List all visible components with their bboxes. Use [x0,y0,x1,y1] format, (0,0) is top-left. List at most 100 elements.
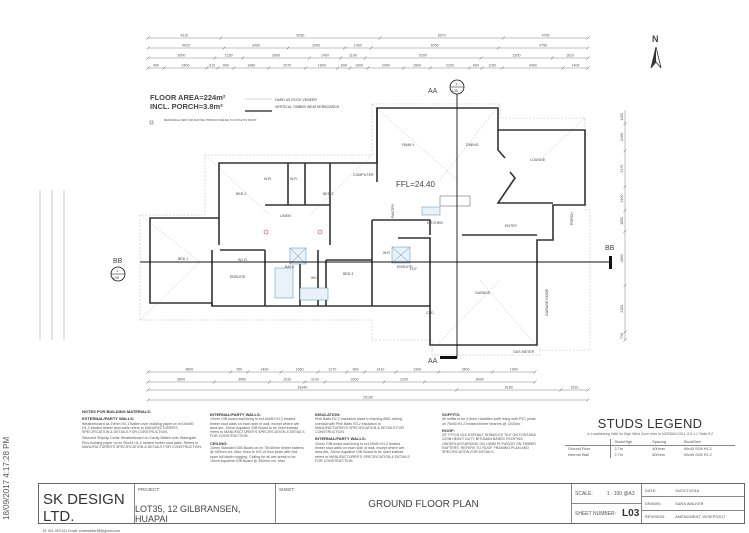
top-dimension-value: 3200 [513,54,521,58]
section-aa-label-bottom: AA [428,358,438,365]
room-family: FAMILY [402,143,415,147]
cell: Ground Floor [568,447,591,451]
section-ref: 1 [116,268,119,273]
top-dimension-tick [342,46,347,50]
revision-value: AMENDMENT 19/SEP/2017 [675,514,726,520]
room-garage: GARAGE [475,291,491,295]
scale-label: SCALE: [575,490,593,497]
title-block: SK DESIGN LTD. M: 021 993 221 Email: son… [38,483,745,533]
top-dimension-value: 9030 [296,34,304,38]
top-dimension-value: 6750 [431,44,439,48]
bottom-dimension-value: 1900 [510,368,518,372]
section-marker-bb[interactable]: 1 L05 [110,266,126,282]
scale-cell: SCALE:1 : 100 @A3 SHEET NUMBER:L03 [572,484,642,523]
room-kitchen: KITCHEN [427,221,443,225]
legend-veneer: HARD AS ROCK VENEER [275,98,317,102]
top-dimension-tick [500,66,505,70]
header-cell: StudsSize [683,440,701,444]
notes-heading: ROOF: [442,427,455,433]
sheet-number-label: SHEET NUMBER: [575,510,617,517]
bottom-dimension-tick [533,370,537,374]
top-dimension-value: 6970 [438,34,446,38]
revision-label: REVISION: [645,514,666,520]
room-wr: W.R. [264,177,272,181]
right-dimension-tick [623,330,627,334]
bottom-dimension-value: 2400 [462,368,470,372]
right-dimension-tick [623,283,627,288]
fan-note: MECHANICAL VENT FAN DUCTING THROUGH CEIL… [164,119,257,122]
section-marker-aa[interactable]: 1 L05 [449,79,465,95]
section-sheet: L05 [113,276,119,280]
bottom-dimension-value: 2200 [400,378,408,382]
cell: 90x45 SG8 H1.2 [683,447,712,451]
project-name: LOT35, 12 GILBRANSEN, HUAPAI [135,504,241,524]
bottom-dimension-tick [382,380,386,384]
top-dimension-tick [338,56,343,60]
top-dimension-tick [363,56,367,60]
room-dining: DINING [466,143,479,147]
smoke-alarm-icon [263,229,269,235]
notes-text: Pink Batts R2.2 insulation place in fram… [315,417,405,435]
top-dimension-tick [550,56,554,60]
bottom-dimension-value: 6000 [476,378,484,382]
studs-legend: STUDS LEGEND In Loadbearing Wall for Hig… [565,416,735,458]
header-cell: StudsHigh [610,439,650,446]
right-dimension-tick [623,149,627,153]
vent-fan-icon [149,120,154,125]
room-ensuite: ENSUITE [397,265,413,269]
notes-column-2: INTERNAL/PARTY WALLS: 10mm GIB board wal… [210,410,305,465]
bottom-dimension-tick [586,388,590,392]
top-dimension-tick [303,66,308,70]
right-dimension-tick [623,338,627,342]
top-dimension-value: 3000 [312,44,320,48]
floor-area: FLOOR AREA=224m² [150,93,226,102]
notes-heading: EXTERNAL/PARTY WALLS: [82,416,135,422]
bottom-dimension-value: 1900 [413,368,421,372]
top-dimension-value: 1150 [488,64,496,68]
right-dimension-tick [623,184,627,189]
bottom-dimension-tick [245,370,250,374]
top-dimension-value: 4790 [542,34,550,38]
notes-text: All soffits to be 4.5mm Hardiflex soffit… [442,417,536,426]
ffl-level: FFL=24.40 [396,180,435,189]
top-dimension-value: 1250 [225,54,233,58]
project-cell: PROJECT: LOT35, 12 GILBRANSEN, HUAPAI [135,484,276,524]
bottom-dimension-value: 3600 [177,378,185,382]
top-dimension-tick [222,46,226,50]
top-dimension-value: 1500 [413,64,421,68]
room-bed4: BED 4 [343,272,353,276]
bottom-dimension-tick [146,370,150,374]
top-dimension-value: 4750 [539,44,547,48]
top-dimension-tick [162,66,166,70]
top-dimension-value: 3000 [177,54,185,58]
right-dimension-tick [623,208,627,213]
notes-column-1: NOTES FOR BUILDING MATERIALS: EXTERNAL/P… [82,407,202,451]
room-linen: LINEN [280,214,291,218]
top-dimension-value: 1100 [349,54,357,58]
top-dimension-value: 1610 [566,54,574,58]
room-cupboard: CPD [426,311,434,315]
notes-text: 25° PITCH SLK ASPHALT SHINGLES TILE ON F… [442,433,536,455]
bottom-dimension-value: 1910 [283,378,291,382]
top-dimension-value: 1400 [321,54,329,58]
studs-subtitle: In Loadbearing Wall for High Wind Zone r… [586,432,714,436]
right-dimension-value: 3170 [620,165,624,173]
room-wr: W.R. [290,177,298,181]
top-dimension-tick [267,66,271,70]
notes-text: 10mm GIB board wall lining to ex100x50 H… [210,417,305,439]
right-dimension-value: 1200 [620,113,624,121]
scale-value: 1 : 100 @A3 [606,490,635,497]
bottom-dimension-value: 1660 [296,368,304,372]
legend-timber: VERTICAL TIMBER WEATHERBOARDS [275,105,340,109]
company-name: SK DESIGN LTD. [43,491,125,525]
date-value: 19/OCT/2016 [675,487,700,493]
notes-title: NOTES FOR BUILDING MATERIALS: [82,409,152,414]
date-label: DATE: [645,487,657,493]
top-dimension-value: 3000 [272,54,280,58]
top-dimension-tick [428,66,433,70]
north-label: N [652,34,659,44]
